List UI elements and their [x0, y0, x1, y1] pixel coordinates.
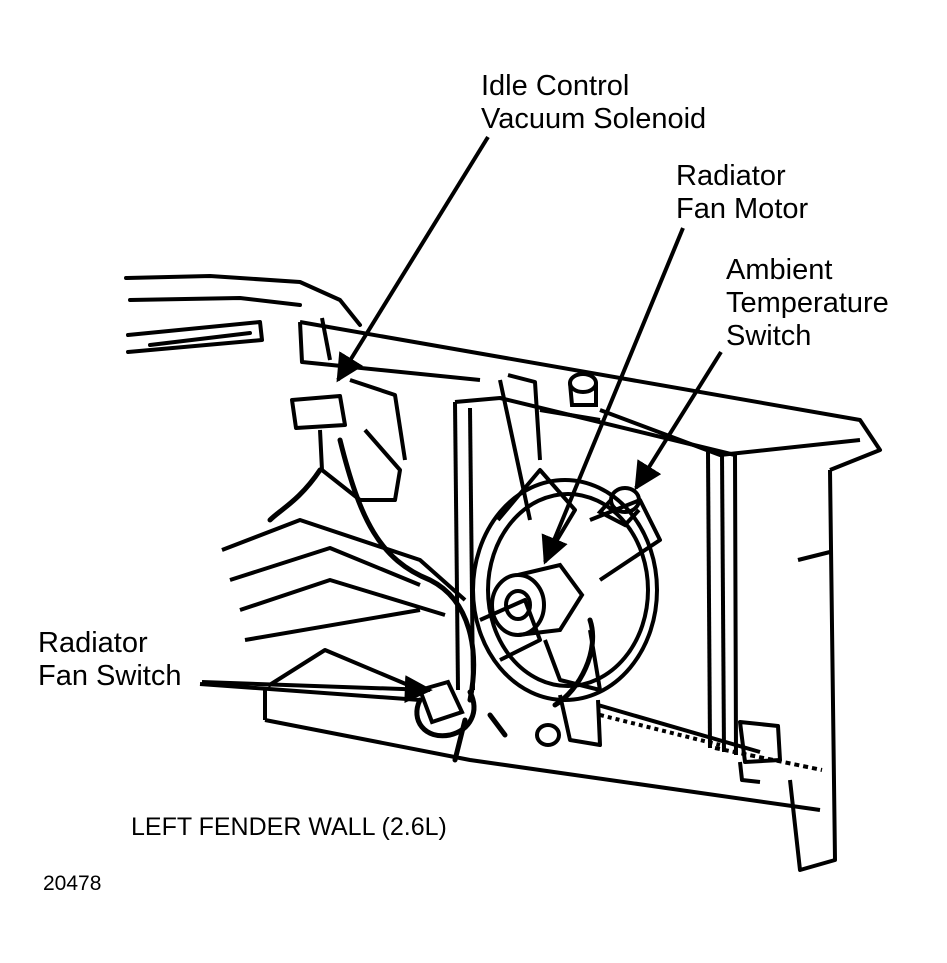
label-line: Temperature: [726, 287, 889, 319]
lower-bracket: [738, 720, 782, 784]
label-ambient-temperature-switch: Ambient Temperature Switch: [726, 254, 889, 353]
filler-cap-neck: [539, 372, 601, 422]
label-line: Radiator: [676, 160, 786, 192]
label-line: Radiator: [38, 627, 148, 659]
radiator-support-crossmember: [298, 317, 882, 872]
ambient-temperature-switch-body: [596, 486, 641, 528]
idle-solenoid-bracket: [290, 378, 407, 502]
wiring-harness: [267, 437, 596, 763]
diagram-caption: LEFT FENDER WALL (2.6L): [131, 813, 447, 841]
fan-switch-body: [417, 679, 561, 747]
leader-idle-solenoid: [336, 135, 490, 383]
label-line: Idle Control: [481, 70, 630, 102]
label-line: Ambient: [726, 254, 833, 286]
label-radiator-fan-motor: Radiator Fan Motor: [676, 160, 808, 226]
leader-fan-switch: [201, 675, 433, 704]
leader-fan-motor: [541, 227, 685, 565]
radiator-core: [453, 396, 823, 772]
figure-number: 20478: [43, 872, 102, 895]
label-line: Switch: [726, 320, 812, 352]
hood-edge-outline: [124, 274, 362, 354]
label-line: Fan Switch: [38, 660, 182, 692]
inner-fender-panels: [199, 518, 821, 812]
leader-lines: [201, 135, 723, 704]
leader-ambient-switch: [634, 350, 723, 491]
label-radiator-fan-switch: Radiator Fan Switch: [38, 627, 181, 693]
label-line: Fan Motor: [676, 193, 809, 225]
label-idle-control-vacuum-solenoid: Idle Control Vacuum Solenoid: [481, 70, 706, 136]
label-line: Vacuum Solenoid: [481, 103, 707, 135]
fan-motor-hub: [490, 562, 585, 637]
